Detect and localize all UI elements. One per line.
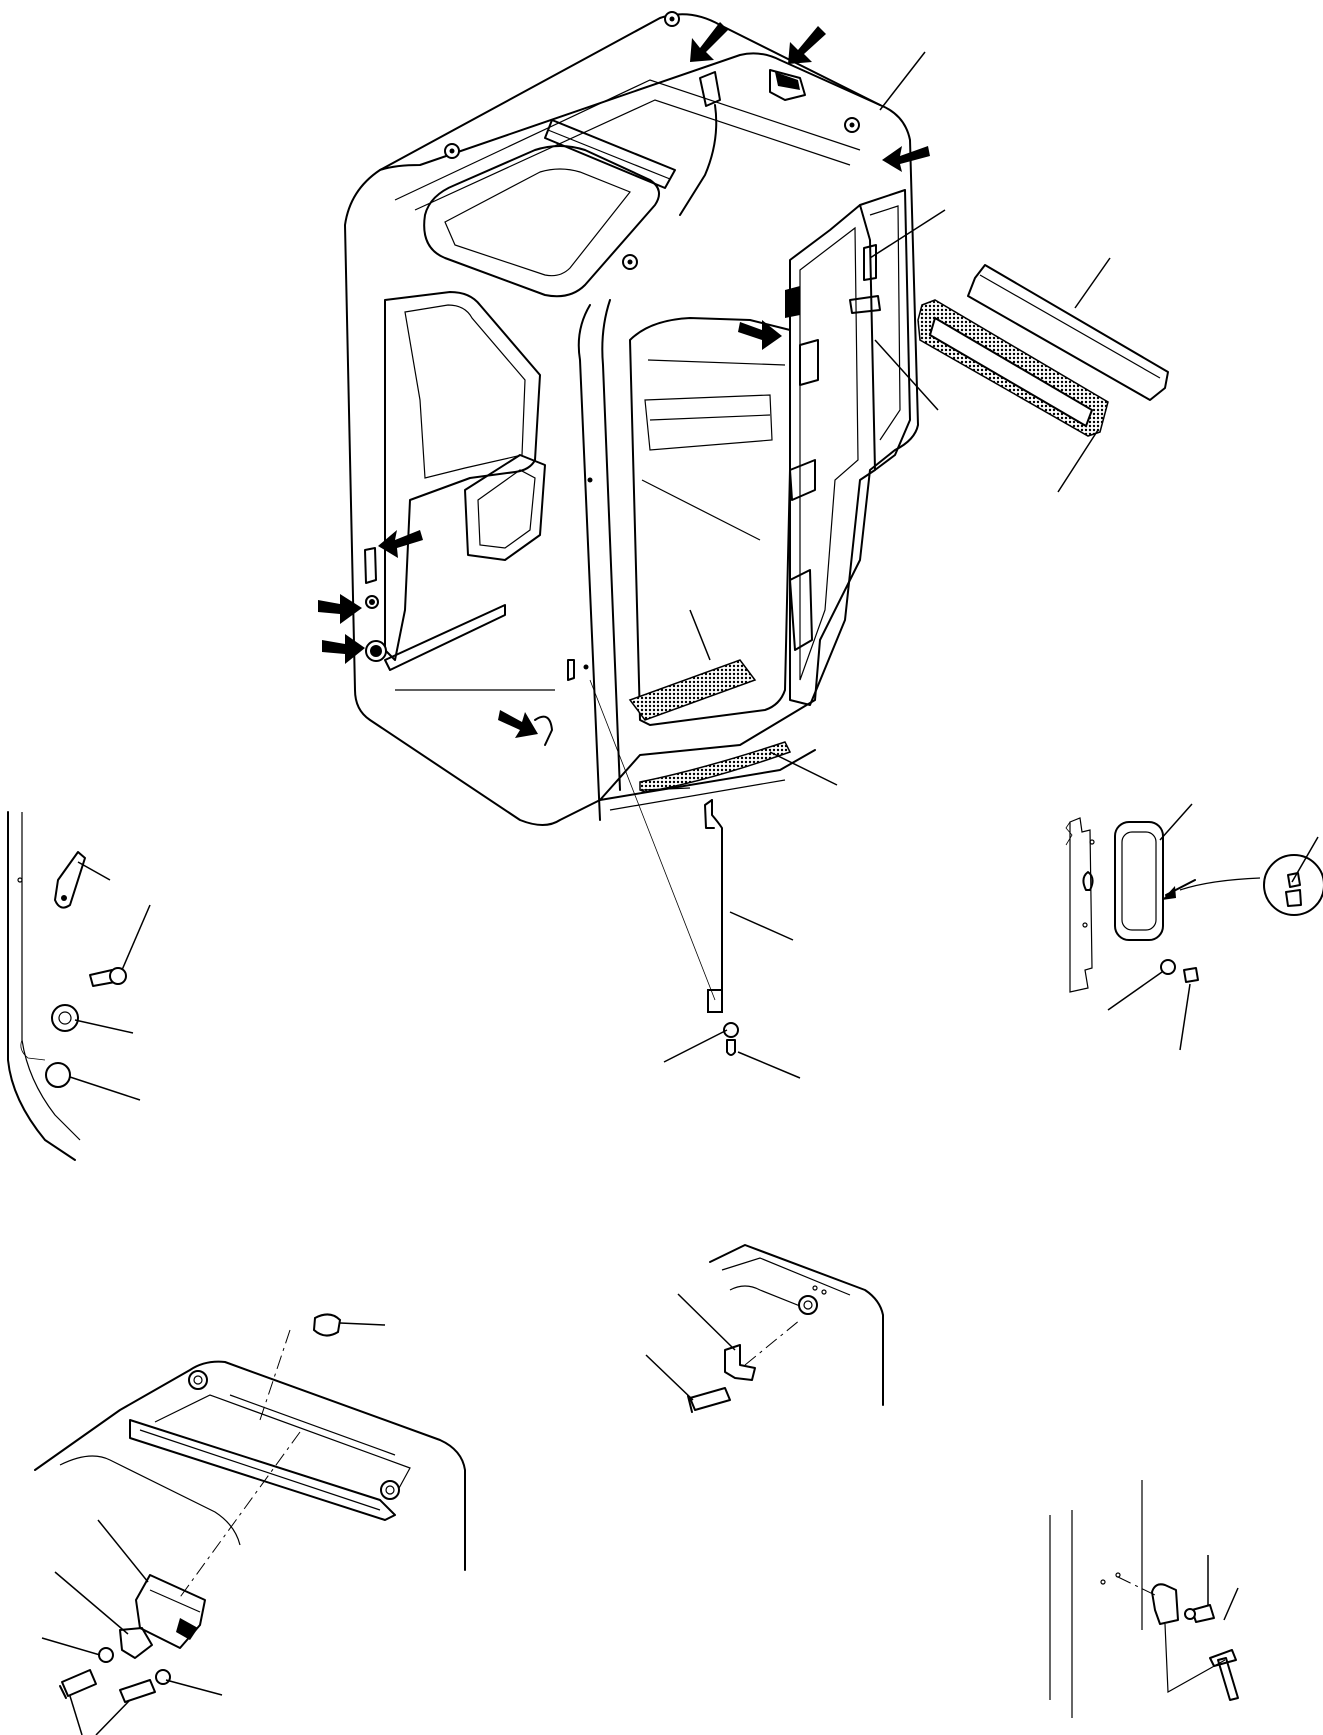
leader-27 (645, 1354, 694, 1401)
detail-striker (1049, 1480, 1239, 1718)
callout-leaders (41, 51, 1319, 1735)
leader-1 (879, 51, 926, 111)
stay-rod (589, 679, 739, 1056)
striker-bracket (1151, 1583, 1179, 1625)
roof-bar (544, 119, 676, 189)
leader-3 (1074, 257, 1111, 309)
arrow-roof-a (690, 22, 728, 62)
step-seal (639, 741, 792, 793)
leader-15 (1159, 803, 1193, 841)
leader-21 (54, 1571, 129, 1635)
leader-20 (97, 1519, 149, 1583)
leader-11 (77, 861, 111, 881)
latch-bolt-2 (119, 1679, 156, 1703)
leader-29 (1223, 1587, 1239, 1621)
cab-assembly (344, 11, 919, 826)
leader-16 (1291, 836, 1319, 883)
leader-12 (121, 904, 151, 971)
arrow-bottom (498, 710, 538, 738)
leader-22 (41, 1637, 101, 1656)
indicator-arrows (318, 22, 930, 738)
lamp-housing (1114, 821, 1164, 941)
window-gasket (917, 299, 1109, 437)
detail-hinge-bracket (687, 1244, 884, 1413)
detail-right-lamp (1065, 817, 1323, 993)
front-opening (629, 317, 791, 726)
leader-25 (95, 1699, 131, 1735)
right-door-frame (789, 204, 876, 706)
leader-23 (165, 1679, 223, 1696)
arrow-front-lock (738, 320, 782, 350)
leader-7 (769, 751, 838, 786)
arrow-left-upper (378, 530, 423, 558)
roof-latch (769, 69, 806, 101)
leader-5 (1057, 429, 1099, 493)
arrow-left-low (322, 634, 365, 664)
leader-26 (677, 1293, 736, 1351)
bracket-part (724, 1344, 756, 1381)
roof-bolt-bosses (444, 11, 860, 270)
arrow-left-mid (318, 594, 362, 624)
leader-24 (69, 1695, 83, 1735)
detail-roof-latch (34, 1313, 466, 1703)
leader-18 (1179, 983, 1191, 1051)
leader-4 (874, 339, 939, 411)
cab-outline (344, 13, 919, 826)
leader-17 (1107, 971, 1163, 1011)
roof-window (423, 145, 660, 298)
hinge-plate (54, 851, 86, 909)
leader-9 (663, 1029, 728, 1063)
leader-8 (729, 911, 794, 941)
latch-bolt-1 (61, 1669, 97, 1697)
leader-2 (869, 209, 946, 259)
arrow-right-top (882, 146, 930, 172)
floor-step-plate (628, 659, 757, 721)
leader-13 (74, 1019, 134, 1034)
leader-10 (737, 1051, 801, 1079)
leader-14 (69, 1076, 141, 1101)
left-window-frame (384, 291, 541, 661)
seal-strip-upper (967, 264, 1169, 401)
arrow-roof-b (788, 26, 826, 64)
leader-19 (339, 1322, 386, 1326)
detail-left-hinge (7, 811, 127, 1161)
lamp-bulb-inset (1263, 854, 1323, 916)
leader-6 (689, 609, 711, 661)
